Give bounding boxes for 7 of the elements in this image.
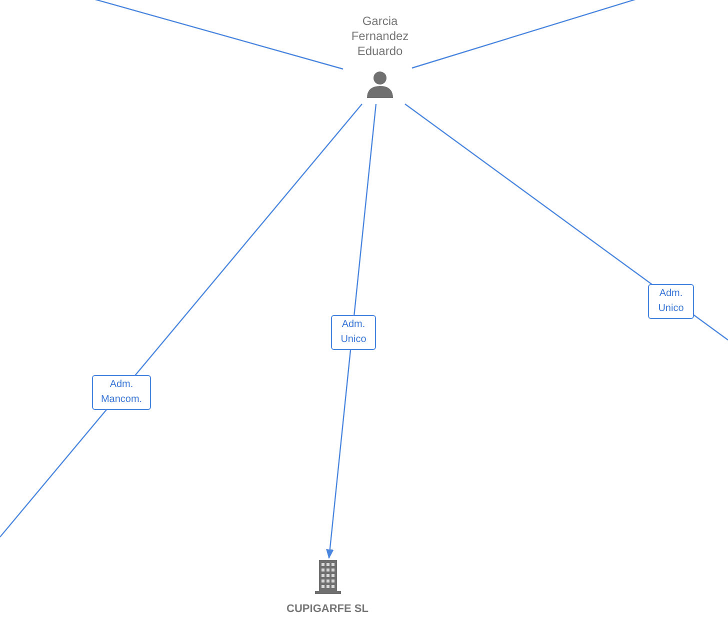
company-name: CUPIGARFE SL bbox=[286, 602, 368, 617]
edge-label: Adm. Unico bbox=[648, 284, 694, 319]
edge-label: Adm. Mancom. bbox=[92, 375, 151, 410]
connector-line bbox=[0, 104, 362, 538]
arrow bbox=[326, 104, 377, 559]
person-name: Garcia Fernandez Eduardo bbox=[350, 14, 410, 59]
edge-label: Adm. Unico bbox=[331, 315, 376, 350]
